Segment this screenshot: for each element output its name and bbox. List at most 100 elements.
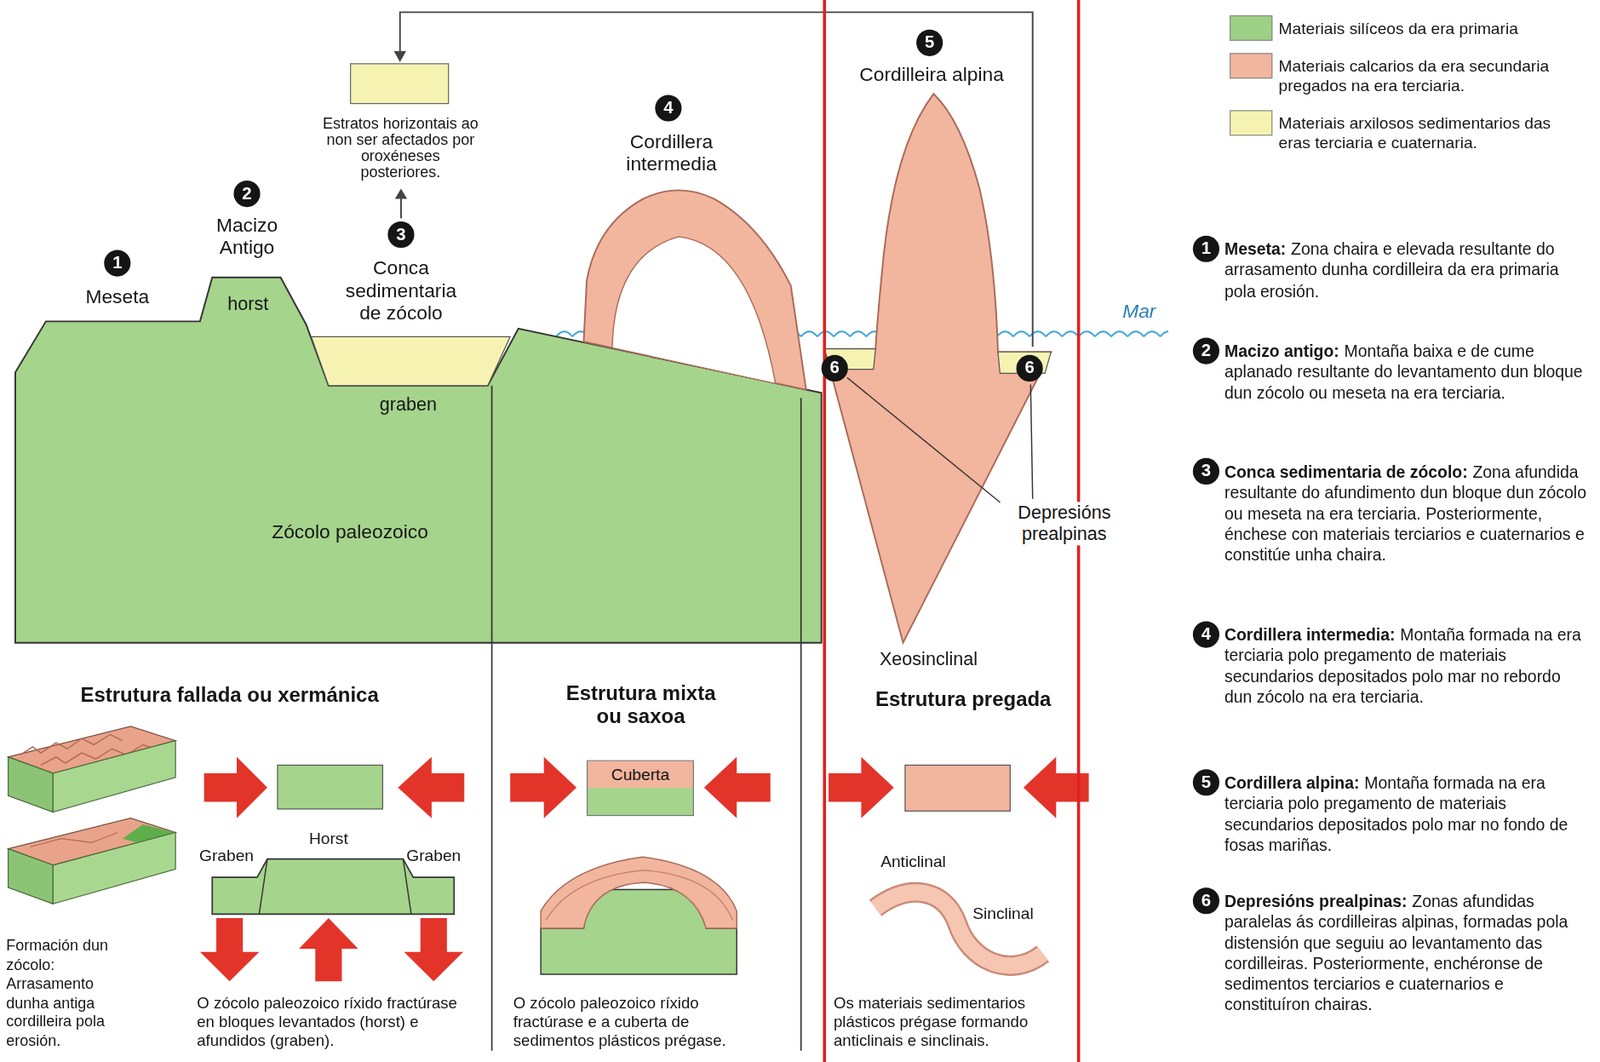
part-label: Graben: [199, 846, 254, 866]
part-label: Sinclinal: [972, 905, 1033, 924]
part-label: Anticlinal: [880, 852, 947, 872]
material-boxes-part: [277, 764, 383, 809]
horst-graben-blocks-part: [258, 859, 268, 915]
section-title: Estrutura pregada: [875, 687, 1051, 712]
part-label: Mar: [1122, 299, 1156, 322]
part-label: Graben: [406, 846, 461, 866]
frame-arrow: [394, 11, 1033, 347]
alpine-range-part: [824, 93, 1051, 643]
eroded-blocks-part: [52, 831, 176, 904]
leader-lines-part: [1030, 384, 1033, 499]
explanation-paragraph: Depresións prealpinas:Zonas afundidas pa…: [1224, 890, 1587, 1016]
callout-number: 6: [1192, 887, 1220, 914]
mixed-fold: [540, 856, 737, 975]
legend-text: Materiais silíceos da era primaria: [1278, 19, 1586, 39]
legend-swatch: [1229, 109, 1273, 136]
leader-lines: [847, 377, 1033, 505]
paleozoic-basement-part: [310, 336, 511, 385]
eroded-blocks-part: [8, 848, 54, 905]
fold-curve-part: [875, 892, 1044, 966]
alpine-range: [824, 93, 1051, 643]
caption-text: O zócolo paleozoico ríxido fractúrase en…: [196, 993, 478, 1050]
part-label: Meseta: [85, 285, 150, 308]
frame-arrow-part: [395, 189, 408, 200]
intermediate-range-part: [612, 236, 776, 384]
callout-number: 2: [1192, 338, 1220, 365]
intermediate-range-part: [583, 189, 806, 390]
compression-arrows-part: [204, 756, 268, 819]
compression-arrows-part: [397, 756, 465, 819]
legend-text: Materiais calcarios da era secundaria pr…: [1278, 57, 1586, 95]
part-label: Macizo Antigo: [200, 214, 293, 260]
horst-graben-blocks-part: [212, 859, 454, 915]
eroded-blocks-part: [8, 756, 54, 813]
term-heading: Conca sedimentaria de zócolo:: [1224, 462, 1469, 482]
legend-swatch: [1229, 52, 1273, 79]
callout-number: 5: [916, 29, 943, 57]
caption-text: O zócolo paleozoico ríxido fractúrase e …: [513, 993, 746, 1050]
part-label: Depresións prealpinas: [999, 501, 1129, 545]
cover-box: Cuberta: [586, 759, 694, 816]
compression-arrows-part: [298, 917, 359, 981]
panel-dividers: [492, 385, 802, 1051]
material-boxes-part: [905, 764, 1010, 811]
red-guide-lines-part: [822, 0, 826, 1062]
horst-graben-blocks: [212, 859, 454, 915]
section-title: Estrutura fallada ou xermánica: [80, 683, 379, 708]
term-heading: Depresións prealpinas:: [1224, 891, 1408, 911]
frame-arrow-part: [400, 11, 1033, 347]
legend-swatch: [1229, 15, 1273, 41]
explanation-paragraph: Conca sedimentaria de zócolo:Zona afundi…: [1224, 460, 1587, 565]
callout-number: 3: [387, 221, 414, 248]
term-heading: Cordillera alpina:: [1224, 773, 1360, 792]
callout-number: 5: [1192, 768, 1220, 796]
part-label: Cordillera intermedia: [610, 130, 734, 176]
frame-arrow-part: [400, 196, 402, 218]
eroded-blocks: [8, 726, 177, 904]
term-heading: Meseta:: [1224, 240, 1286, 259]
caption-text: Os materiais sedimentarios plásticos pré…: [833, 993, 1075, 1050]
horst-graben-blocks-part: [402, 859, 412, 915]
fold-curve-part: [875, 892, 1044, 966]
eroded-blocks-part: [52, 740, 176, 813]
part-label: Zócolo paleozoico: [271, 521, 429, 544]
term-heading: Macizo antigo:: [1224, 341, 1340, 361]
legend-text: Materiais arxilosos sedimentarios das er…: [1278, 114, 1586, 152]
intermediate-range: [583, 189, 806, 390]
leader-lines-part: [847, 377, 1003, 505]
compression-arrows-part: [510, 756, 577, 819]
box-caption: Estratos horizontais ao non ser afectado…: [318, 114, 482, 181]
compression-arrows-part: [200, 917, 260, 981]
frame-arrow-part: [394, 51, 407, 63]
fold-curve: [875, 892, 1044, 966]
callout-number: 2: [233, 180, 260, 207]
callout-number: 1: [1192, 235, 1220, 263]
strata-box: Estratos horizontais ao non ser afectado…: [349, 63, 449, 104]
compression-arrows: [200, 756, 1090, 982]
mixed-fold-part: [545, 870, 733, 921]
callout-number: 1: [103, 249, 131, 276]
part-label: Conca sedimentaria de zócolo: [334, 257, 468, 325]
compression-arrows-part: [404, 917, 465, 981]
mixed-fold-part: [540, 856, 737, 929]
explanation-paragraph: Cordillera alpina:Montaña formada na era…: [1224, 772, 1587, 855]
compression-arrows-part: [704, 756, 771, 819]
part-label: Cordilleira alpina: [859, 63, 1004, 86]
caption-text: Formación dun zócolo: Arrasamento dunha …: [5, 936, 121, 1050]
box-label: Cuberta: [587, 761, 693, 789]
compression-arrows-part: [828, 756, 895, 819]
eroded-blocks-part: [30, 831, 118, 847]
callout-number: 3: [1192, 458, 1220, 485]
part-label: Xeosinclinal: [879, 648, 978, 671]
term-heading: Cordillera intermedia:: [1224, 625, 1396, 644]
part-label: graben: [379, 393, 437, 415]
callout-number: 4: [654, 94, 682, 121]
panel-dividers-part: [800, 397, 803, 1051]
explanation-paragraph: Macizo antigo:Montaña baixa e de cume ap…: [1224, 340, 1587, 403]
part-label: horst: [227, 293, 269, 316]
callout-number: 6: [1016, 355, 1044, 382]
part-label: Horst: [309, 829, 349, 849]
explanation-paragraph: Meseta:Zona chaira e elevada resultante …: [1224, 238, 1587, 301]
callout-number: 4: [1192, 621, 1220, 649]
